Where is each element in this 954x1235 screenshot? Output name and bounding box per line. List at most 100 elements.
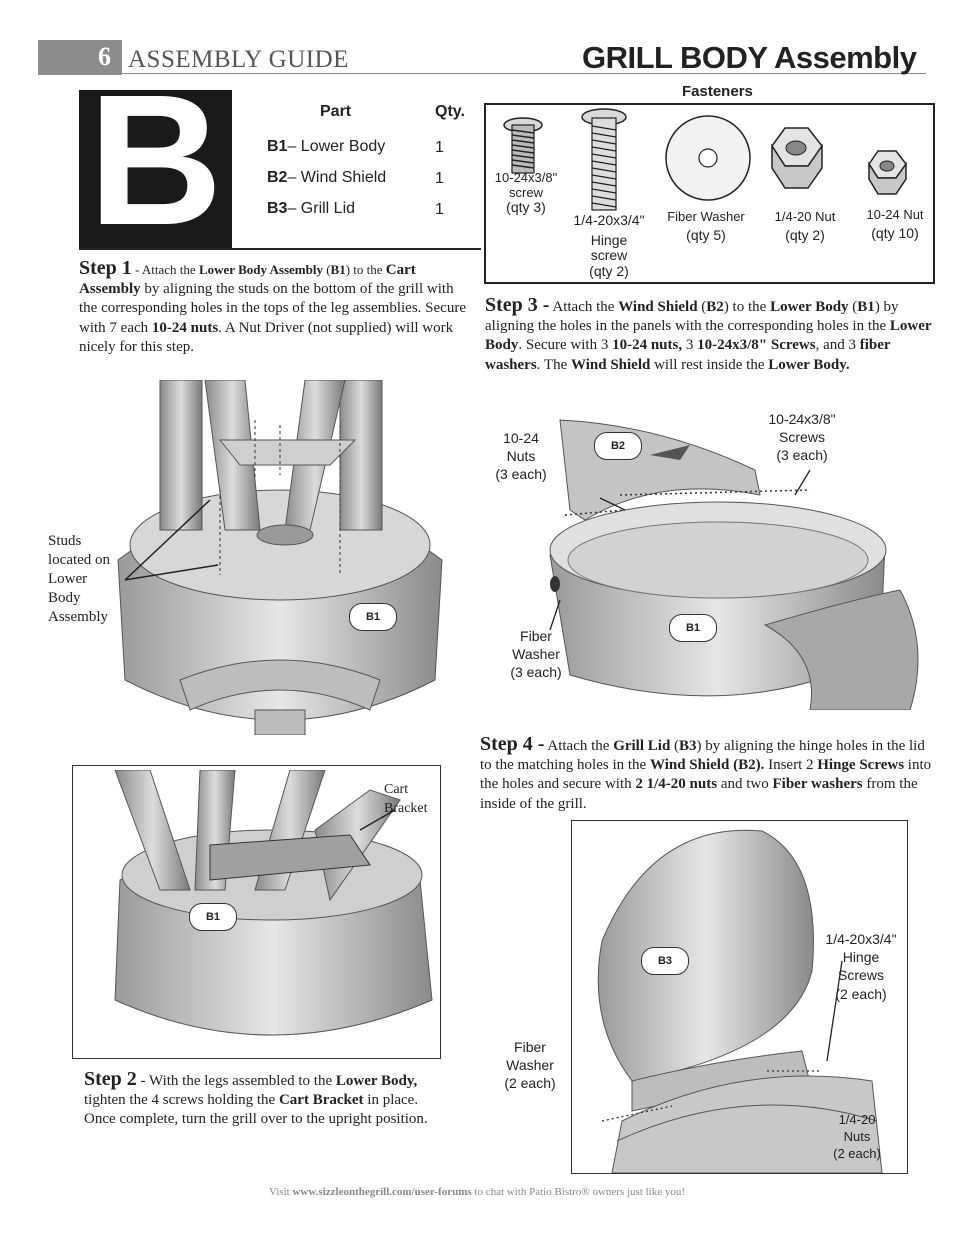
callout-line: (2 each) — [504, 1075, 556, 1092]
callout-fiber-washer: Fiber Washer (2 each) — [495, 1038, 565, 1093]
step3-text: Step 3 - Attach the Wind Shield (B2) to … — [485, 295, 935, 375]
text-bold: B2 — [706, 299, 724, 315]
callout-line: located on — [48, 552, 111, 568]
text: into the holes and secure with — [480, 757, 932, 793]
figure-frame — [571, 820, 908, 1174]
parts-row: B1– Lower Body — [267, 138, 385, 156]
callout-line: 10-24x3/8" — [768, 411, 836, 427]
callout-line: 1/4-20 — [838, 1112, 876, 1127]
guide-label: ASSEMBLY GUIDE — [128, 46, 349, 73]
text-bold: fiber washers — [485, 337, 891, 373]
header-rule — [120, 73, 926, 74]
page-number-box — [38, 40, 122, 75]
fastener-name: 1/4-20x3/4" — [573, 212, 645, 228]
part-id: B1 — [267, 138, 288, 155]
text-bold: Cart Assembly — [79, 262, 416, 298]
callout-line: Body — [48, 590, 81, 606]
text: will rest inside the — [650, 356, 769, 373]
step1-heading: Step 1 — [79, 257, 132, 279]
callout-line: (3 each) — [495, 466, 547, 483]
parts-col-part: Part — [320, 103, 352, 120]
callout-line: Washer — [506, 1057, 554, 1074]
part-name: – Grill Lid — [287, 200, 356, 217]
text-bold: 10-24x3/8" Screws — [697, 337, 816, 354]
footer-link[interactable]: www.sizzleonthegrill.com/user-forums — [292, 1186, 472, 1198]
text: ) by aligning the holes in the panels wi… — [485, 299, 899, 335]
fastener-name: 10-24x3/8" — [494, 170, 558, 185]
step2-text: Step 2 - With the legs assembled to the … — [84, 1068, 444, 1130]
text-bold: 10-24 nuts — [151, 319, 219, 336]
page-number: 6 — [98, 42, 111, 71]
step2-heading: Step 2 — [84, 1068, 137, 1090]
text-bold: B1 — [857, 299, 875, 315]
callout-line: 1/4-20x3/4" — [825, 931, 897, 947]
callout-screws: 10-24x3/8" Screws (3 each) — [753, 410, 851, 465]
callout-line: Bracket — [384, 801, 428, 816]
text: 3 — [682, 337, 698, 354]
callout-nuts: 10-24 Nuts (3 each) — [487, 429, 555, 484]
fastener-name: 10-24 Nut — [866, 207, 924, 222]
part-tag-b3: B3 — [641, 947, 689, 975]
text: ( — [697, 299, 707, 315]
text-bold: Fiber washers — [772, 776, 863, 793]
fastener-qty: (qty 5) — [686, 226, 726, 243]
callout-studs: Studs located on Lower Body Assembly — [48, 532, 110, 627]
part-id: B2 — [267, 169, 288, 186]
fasteners-box — [484, 103, 935, 284]
washer-icon — [665, 115, 751, 201]
figure-grill-lid — [597, 829, 883, 1173]
callout-line: (3 each) — [510, 664, 562, 681]
text-bold: B3 — [679, 738, 697, 754]
callout-line: Washer — [512, 646, 560, 663]
part-name: – Lower Body — [287, 138, 386, 155]
part-tag-b2: B2 — [594, 432, 642, 460]
text: - Attach the — [131, 262, 199, 277]
part-qty: 1 — [435, 139, 444, 156]
step4-text: Step 4 - Attach the Grill Lid (B3) by al… — [480, 734, 935, 814]
text: ) to the — [723, 299, 771, 315]
callout-line: Nuts — [506, 448, 536, 465]
text-bold: B1 — [330, 262, 346, 277]
text: ( — [670, 738, 680, 754]
text: , and 3 — [815, 337, 860, 354]
text: . The — [536, 356, 571, 373]
callout-line: (3 each) — [776, 447, 828, 464]
text-bold: Lower Body Assembly — [198, 262, 323, 277]
step1-text: Step 1 - Attach the Lower Body Assembly … — [79, 257, 471, 357]
page-title: GRILL BODY Assembly — [582, 40, 917, 75]
fastener-qty: (qty 3) — [506, 199, 546, 216]
text: . Secure with 3 — [518, 337, 613, 354]
text: from the inside of the grill. — [480, 776, 918, 812]
parts-row: B2– Wind Shield — [267, 169, 386, 187]
text: ) by aligning the hinge holes in the lid… — [480, 738, 925, 774]
text: ( — [322, 262, 331, 277]
footer: Visit www.sizzleonthegrill.com/user-foru… — [0, 1186, 954, 1198]
text-bold: Lower Body — [485, 318, 932, 354]
callout-line: Nuts — [843, 1128, 871, 1144]
callout-fiber-washer: Fiber Washer (3 each) — [500, 627, 572, 682]
large-nut-icon — [771, 127, 823, 189]
parts-underline — [79, 248, 481, 250]
figure-cart-bracket — [114, 770, 433, 1036]
text-bold: Lower Body — [770, 299, 849, 315]
text: tighten the 4 screws holding the — [84, 1092, 279, 1109]
text-bold: Wind Shield (B2). — [649, 757, 765, 774]
text-bold: 2 1/4-20 nuts — [635, 776, 718, 793]
fasteners-title: Fasteners — [682, 83, 753, 100]
fastener-qty: (qty 2) — [785, 226, 825, 243]
text: Attach the — [549, 299, 619, 315]
fastener-name: Fiber Washer — [667, 209, 745, 224]
hinge-screw-icon — [581, 108, 627, 211]
fastener-name: 1/4-20 Nut — [774, 209, 836, 224]
text-bold: Grill Lid — [613, 738, 671, 754]
part-tag-b1: B1 — [669, 614, 717, 642]
callout-line: Fiber — [514, 1039, 546, 1055]
text: by aligning the studs on the bottom of t… — [79, 281, 466, 336]
callout-line: Hinge — [842, 949, 880, 966]
fastener-label: 1/4-20 Nut (qty 2) — [760, 209, 850, 243]
callout-nuts: 1/4-20 Nuts (2 each) — [826, 1112, 888, 1163]
callout-line: Fiber — [520, 628, 552, 644]
text: . A Nut Driver (not supplied) will work … — [79, 319, 454, 355]
fasteners-drawing — [503, 108, 907, 211]
figure-frame — [72, 765, 441, 1059]
